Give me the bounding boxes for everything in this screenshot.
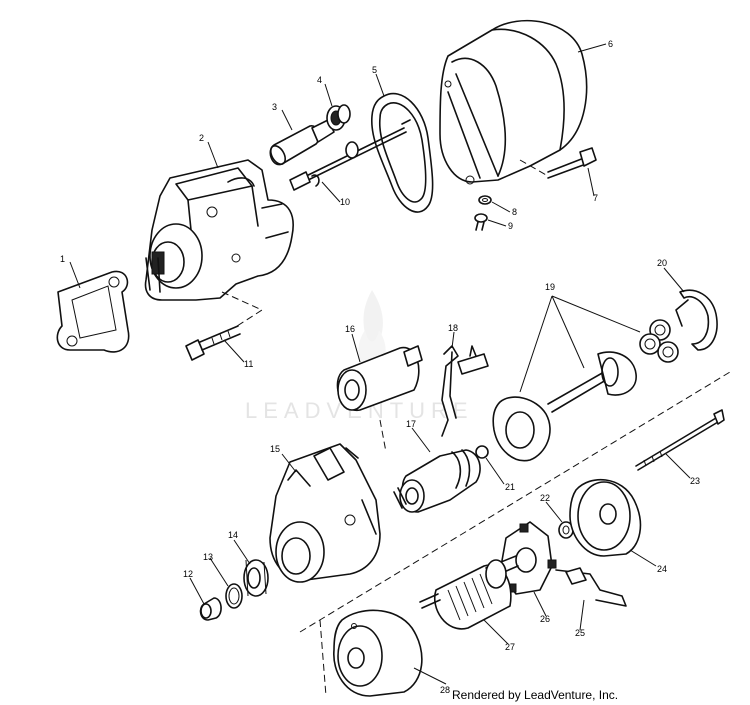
callout-28: 28: [440, 685, 450, 695]
part-12-stop-collar: [199, 597, 222, 621]
callout-25: 25: [575, 628, 585, 638]
part-7-bolt: [519, 147, 597, 179]
callout-5: 5: [372, 65, 377, 75]
part-27-armature: [419, 555, 519, 630]
part-22-washer: [558, 521, 574, 539]
callout-17: 17: [406, 419, 416, 429]
callout-27: 27: [505, 642, 515, 652]
callout-6: 6: [608, 39, 613, 49]
callout-19: 19: [545, 282, 555, 292]
callout-22: 22: [540, 493, 550, 503]
part-15-drive-housing: [269, 443, 381, 583]
part-23-through-bolt: [299, 371, 731, 633]
part-24-end-frame: [569, 478, 642, 557]
part-16-solenoid: [336, 345, 423, 453]
part-19-planetary-gears: [492, 295, 679, 462]
part-1-gasket: [56, 270, 130, 353]
planet-gear-3: [657, 341, 679, 363]
callout-12: 12: [183, 569, 193, 579]
callout-7: 7: [593, 193, 598, 203]
callout-11: 11: [244, 359, 253, 369]
callout-15: 15: [270, 444, 280, 454]
part-11-mounting-bolt: [185, 291, 264, 361]
part-20-ring-gear: [675, 289, 718, 351]
part-18-shift-lever: [441, 345, 489, 437]
part-21-steel-ball: [475, 445, 489, 459]
part-6-rear-housing: [439, 19, 588, 185]
part-17-drive-clutch: [393, 449, 481, 513]
callout-3: 3: [272, 102, 277, 112]
part-13-retaining-ring: [225, 583, 243, 609]
part-9-screw: [474, 213, 488, 231]
part-8-washer: [478, 195, 492, 205]
part-4-boot: [326, 104, 351, 131]
callout-24: 24: [657, 564, 667, 574]
callout-10: 10: [340, 197, 350, 207]
callout-26: 26: [540, 614, 550, 624]
callout-9: 9: [508, 221, 513, 231]
part-3-plunger: [269, 119, 335, 166]
callout-21: 21: [505, 482, 515, 492]
part-28-field-frame: [319, 609, 423, 697]
part-25-terminal-lead: [555, 567, 627, 607]
part-10-terminal-rod: [289, 119, 411, 191]
part-14-pinion-gear: [243, 559, 269, 597]
callout-2: 2: [199, 133, 204, 143]
callout-18: 18: [448, 323, 458, 333]
credit-text: Rendered by LeadVenture, Inc.: [452, 688, 619, 702]
callout-14: 14: [228, 530, 238, 540]
part-5-gasket: [371, 92, 434, 213]
callout-16: 16: [345, 324, 355, 334]
callout-23: 23: [690, 476, 700, 486]
callout-8: 8: [512, 207, 517, 217]
callout-4: 4: [317, 75, 322, 85]
callout-13: 13: [203, 552, 213, 562]
callout-1: 1: [60, 254, 65, 264]
callout-20: 20: [657, 258, 667, 268]
planet-gear-2: [639, 333, 661, 355]
part-2-starter-assembly: [144, 159, 294, 301]
callouts: 1 2 3 4 5 6 7 8 9 10 11 12 13 14 15 16 1…: [60, 39, 700, 695]
